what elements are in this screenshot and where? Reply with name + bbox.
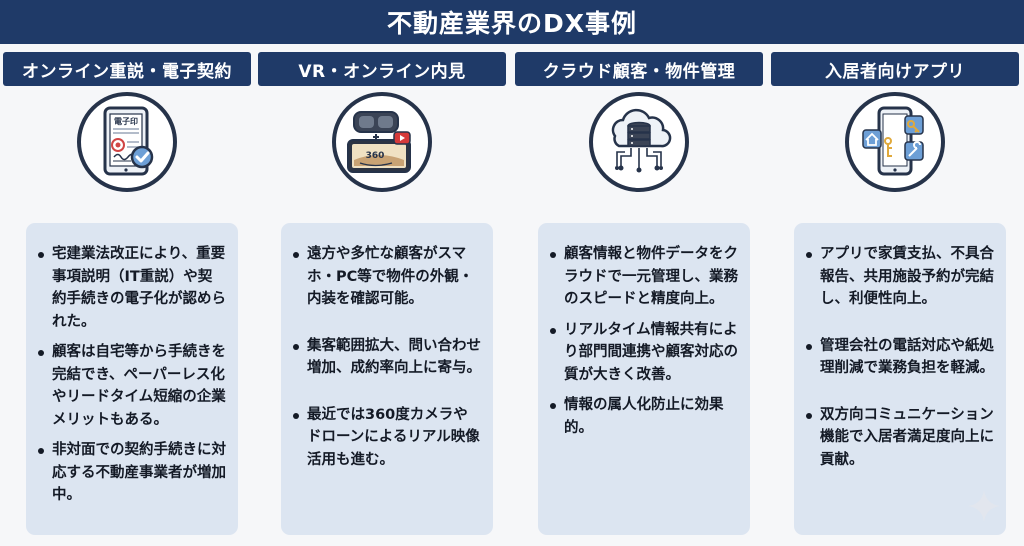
column-header: オンライン重説・電子契約: [3, 52, 251, 86]
list-item: 集客範囲拡大、問い合わせ増加、成約率向上に寄与。: [293, 335, 481, 380]
resident-app-phone-icon: [845, 92, 945, 192]
column-heading: VR・オンライン内見: [298, 61, 466, 82]
description-card: 遠方や多忙な顧客がスマホ・PC等で物件の外観・内装を確認可能。 集客範囲拡大、問…: [281, 223, 493, 535]
list-item: 宅建業法改正により、重要事項説明（IT重説）や契約手続きの電子化が認められた。: [38, 243, 226, 333]
description-card: アプリで家賃支払、不具合報告、共用施設予約が完結し、利便性向上。 管理会社の電話…: [794, 223, 1006, 535]
list-item: 顧客は自宅等から手続きを完結でき、ペーパーレス化やリードタイム短縮の企業メリット…: [38, 341, 226, 431]
list-item: 管理会社の電話対応や紙処理削減で業務負担を軽減。: [806, 335, 994, 380]
list-item: 遠方や多忙な顧客がスマホ・PC等で物件の外観・内装を確認可能。: [293, 243, 481, 311]
e-contract-tablet-icon: 電子印: [77, 92, 177, 192]
list-item: アプリで家賃支払、不具合報告、共用施設予約が完結し、利便性向上。: [806, 243, 994, 311]
column-heading: クラウド顧客・物件管理: [542, 61, 736, 82]
column-resident-app: 入居者向けアプリ アプリで家賃支払、不具合報告、共用施設予約が完結し、利便性向上…: [771, 52, 1019, 546]
cloud-database-icon: [589, 92, 689, 192]
title-bar: 不動産業界のDX事例: [0, 0, 1024, 44]
column-header: 入居者向けアプリ: [771, 52, 1019, 86]
list-item: 双方向コミュニケーション機能で入居者満足度向上に貢献。: [806, 404, 994, 472]
column-vr-viewing: VR・オンライン内見 360 遠方や多忙な顧客がスマホ・PC等で物件の外観・内装…: [258, 52, 506, 546]
vr-headset-360-icon: 360: [332, 92, 432, 192]
list-item: 非対面での契約手続きに対応する不動産事業者が増加中。: [38, 439, 226, 507]
column-heading: 入居者向けアプリ: [825, 61, 965, 82]
column-heading: オンライン重説・電子契約: [22, 61, 232, 82]
list-item: 情報の属人化防止に効果的。: [550, 394, 738, 439]
list-item: 顧客情報と物件データをクラウドで一元管理し、業務のスピードと精度向上。: [550, 243, 738, 311]
column-header: クラウド顧客・物件管理: [515, 52, 763, 86]
list-item: リアルタイム情報共有により部門間連携や顧客対応の質が大きく改善。: [550, 319, 738, 387]
icon-caption: 360: [366, 151, 385, 161]
column-header: VR・オンライン内見: [258, 52, 506, 86]
page-title: 不動産業界のDX事例: [386, 9, 638, 38]
list-item: 最近では360度カメラやドローンによるリアル映像活用も進む。: [293, 404, 481, 472]
column-e-contract: オンライン重説・電子契約 電子印 宅建業法改正により、重要事項説明（IT重説）や…: [3, 52, 251, 546]
description-card: 顧客情報と物件データをクラウドで一元管理し、業務のスピードと精度向上。 リアルタ…: [538, 223, 750, 535]
sparkle-icon: [968, 490, 1000, 522]
description-card: 宅建業法改正により、重要事項説明（IT重説）や契約手続きの電子化が認められた。 …: [26, 223, 238, 535]
column-cloud-management: クラウド顧客・物件管理 顧客情報と物件データをクラウドで一元管理し、業務のスピー…: [515, 52, 763, 546]
icon-caption: 電子印: [114, 116, 138, 126]
